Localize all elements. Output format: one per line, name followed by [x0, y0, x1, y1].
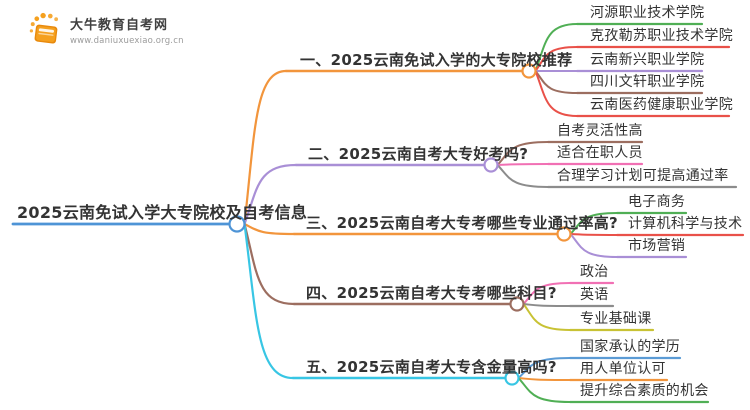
subtopic-label[interactable]: 英语: [580, 287, 609, 303]
subtopic-label[interactable]: 提升综合素质的机会: [580, 383, 709, 399]
subtopic-label[interactable]: 克孜勒苏职业技术学院: [590, 28, 733, 44]
branch-topic-3[interactable]: 三、2025云南自考大专考哪些专业通过率高?: [306, 214, 619, 232]
branch-topic-2[interactable]: 二、2025云南自考大专好考吗?: [308, 145, 529, 163]
subtopic-label[interactable]: 用人单位认可: [580, 361, 666, 377]
subtopic-label[interactable]: 适合在职人员: [557, 145, 643, 161]
site-logo-text: 大牛教育自考网 www.daniuxuexiao.org.cn: [70, 14, 184, 46]
subtopic-label[interactable]: 国家承认的学历: [580, 339, 681, 355]
subtopic-label[interactable]: 专业基础课: [580, 311, 652, 327]
central-topic[interactable]: 2025云南免试入学大专院校及自考信息: [17, 203, 308, 222]
branch-topic-5[interactable]: 五、2025云南自考大专含金量高吗?: [306, 358, 557, 376]
subtopic-label[interactable]: 自考灵活性高: [557, 123, 643, 139]
subtopic-label[interactable]: 电子商务: [628, 194, 686, 210]
subtopic-label[interactable]: 市场营销: [628, 238, 686, 254]
subtopic-label[interactable]: 云南新兴职业学院: [590, 52, 705, 68]
subtopic-label[interactable]: 政治: [580, 264, 609, 280]
subtopic-label[interactable]: 合理学习计划可提高通过率: [557, 168, 729, 184]
subtopic-label[interactable]: 计算机科学与技术: [628, 216, 743, 232]
subtopic-label[interactable]: 河源职业技术学院: [590, 5, 705, 21]
site-logo[interactable]: 大牛教育自考网 www.daniuxuexiao.org.cn: [26, 12, 184, 48]
site-name: 大牛教育自考网: [70, 18, 169, 33]
branch-topic-1[interactable]: 一、2025云南免试入学的大专院校推荐: [300, 51, 573, 69]
site-url: www.daniuxuexiao.org.cn: [70, 36, 184, 46]
book-logo-icon: [29, 12, 59, 44]
subtopic-label[interactable]: 云南医药健康职业学院: [590, 97, 733, 113]
subtopic-label[interactable]: 四川文轩职业学院: [590, 74, 705, 90]
branch-topic-4[interactable]: 四、2025云南自考大专考哪些科目?: [306, 284, 557, 302]
